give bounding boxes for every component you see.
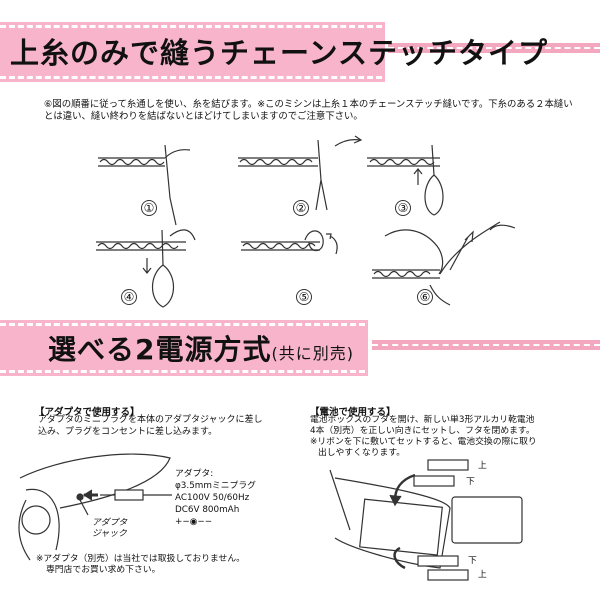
step-4-number: ④ [121,289,137,305]
chain-2 [238,135,363,211]
adapter-spec-dc: DC6V 800mAh [175,505,240,515]
step-3-number: ③ [395,200,411,216]
battery-label-bottom: 下 [466,477,475,487]
step-2-number: ② [293,200,309,216]
jack-label-2: ジャック [92,529,127,539]
chain-4 [96,229,196,308]
adapter-spec-plug: φ3.5mmミニプラグ [175,481,256,491]
adapter-footnote-2: 専門店でお買い求め下さい。 [46,565,161,575]
adapter-spec-ac: AC100V 50/60Hz [175,493,250,503]
adapter-footnote-1: ※アダプタ（別売）は当社では取扱しておりません。 [36,554,245,564]
step-1-number: ① [141,200,157,216]
section2-banner [0,323,365,373]
section1-banner [0,25,382,79]
chain-6 [372,221,516,306]
battery-text-2: 4本（別売）を正しい向きにセットし、フタを閉めます。 [310,426,535,436]
threading-note: ⑥図の順番に従って糸通しを使い、糸を結びます。※このミシンは上糸１本のチェーンス… [44,99,573,122]
adapter-heading: 【アダプタで使用する】 [35,407,140,418]
adapter-instructions: アダプタのミニプラグを本体のアダプタジャックに差し込み、プラグをコンセントに差し… [38,415,263,437]
section1-title: 上糸のみで縫うチェーンステッチタイプ [10,36,548,70]
battery-heading: 【電池で使用する】 [310,407,396,418]
battery-label-top-2: 上 [478,570,487,580]
chain-3 [367,144,444,216]
banner1-stripe [388,43,600,53]
adapter-label: アダプタ: [175,469,214,479]
chain-5 [241,230,338,255]
step-5-number: ⑤ [296,289,312,305]
battery-text-3: ※リボンを下に敷いてセットすると、電池交換の際に取り [310,437,537,447]
banner2-stripe [372,340,600,350]
section2-title: 選べる2電源方式(共に別売) [48,333,354,366]
chain-1 [98,144,191,226]
step-6-number: ⑥ [417,289,433,305]
battery-label-top: 上 [478,461,487,471]
battery-label-bottom-2: 下 [468,556,477,566]
battery-text-4: 出しやすくなります。 [318,448,406,458]
adapter-polarity: +−◉−− [175,517,213,527]
jack-label-1: アダプタ [92,518,128,528]
battery-text-1: 電池ボックスのフタを開け、新しい単3形アルカリ乾電池 [310,415,535,425]
